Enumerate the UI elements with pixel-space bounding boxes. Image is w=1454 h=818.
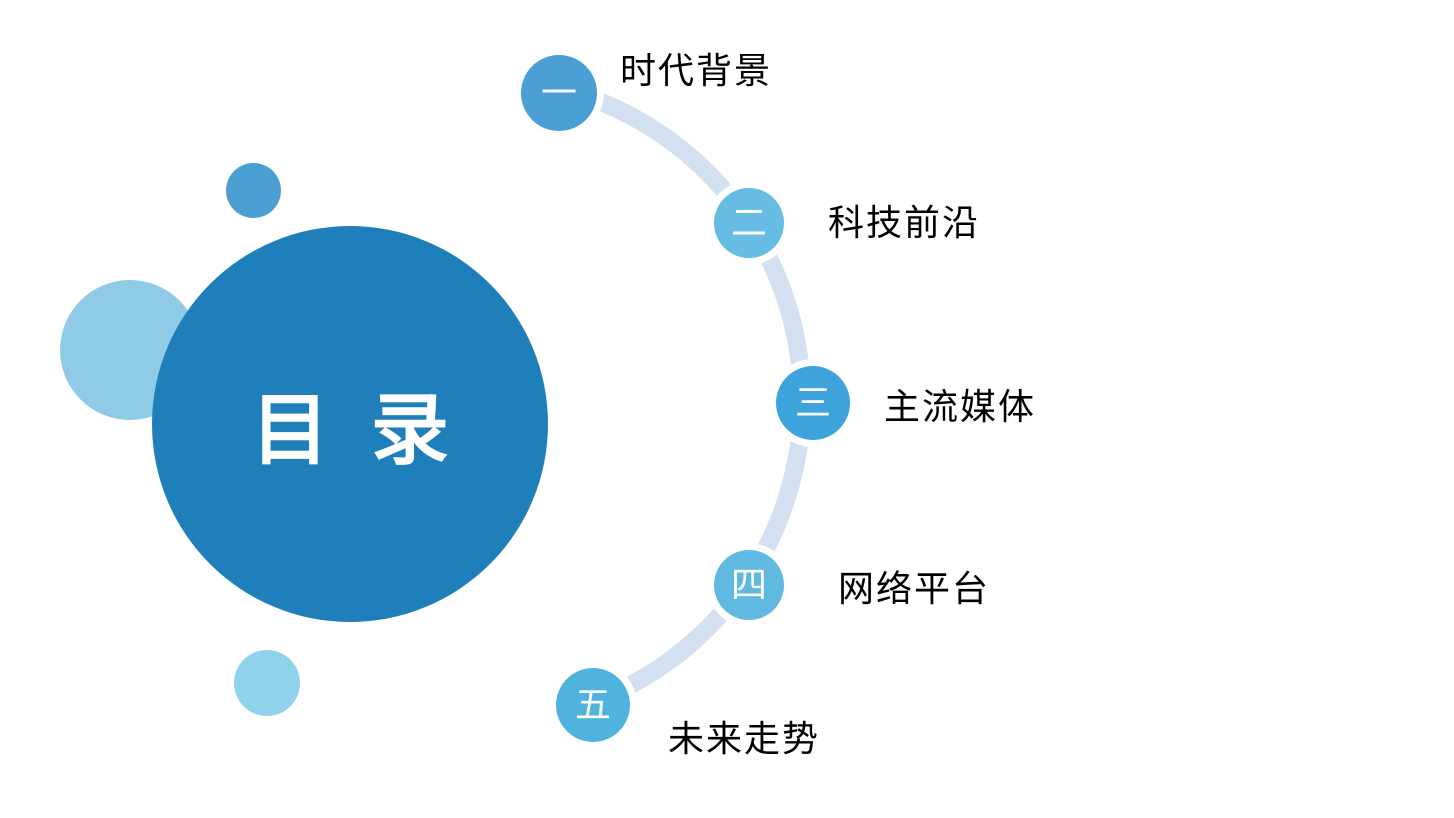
decor-circle-bottom xyxy=(234,650,300,716)
toc-item-4-label[interactable]: 网络平台 xyxy=(838,568,991,609)
toc-title-circle: 目 录 xyxy=(152,226,548,622)
page-title: 目 录 xyxy=(251,386,459,474)
toc-item-1-label[interactable]: 时代背景 xyxy=(620,50,773,91)
toc-item-2-number: 二 xyxy=(730,202,767,243)
toc-item-3-label[interactable]: 主流媒体 xyxy=(884,386,1037,427)
toc-item-1-circle[interactable]: 一 xyxy=(521,55,597,131)
toc-item-4-circle[interactable]: 四 xyxy=(714,550,784,620)
toc-item-3-number: 三 xyxy=(794,382,831,423)
toc-item-5-number: 五 xyxy=(574,684,611,725)
toc-item-5-label[interactable]: 未来走势 xyxy=(668,718,821,759)
decor-circle-top xyxy=(226,163,281,218)
toc-item-2-label[interactable]: 科技前沿 xyxy=(828,202,981,243)
toc-item-3-circle[interactable]: 三 xyxy=(776,366,850,440)
toc-item-2-circle[interactable]: 二 xyxy=(714,188,784,258)
toc-item-1-number: 一 xyxy=(540,72,577,113)
toc-item-4-number: 四 xyxy=(730,564,767,605)
toc-item-5-circle[interactable]: 五 xyxy=(556,668,630,742)
